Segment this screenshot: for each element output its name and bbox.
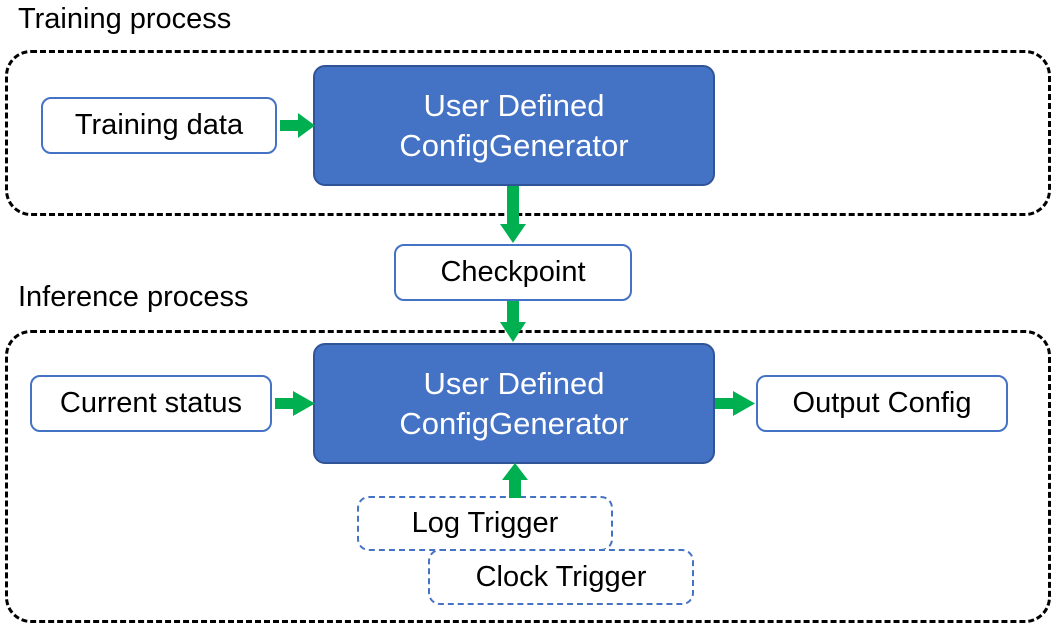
inference-process-caption: Inference process bbox=[18, 281, 249, 313]
node-clock-trigger-label: Clock Trigger bbox=[475, 560, 647, 593]
node-config-generator-training-label: User Defined ConfigGenerator bbox=[399, 87, 629, 163]
node-config-generator-training[interactable]: User Defined ConfigGenerator bbox=[313, 65, 715, 186]
node-training-data[interactable]: Training data bbox=[41, 97, 277, 154]
node-config-generator-inference-label: User Defined ConfigGenerator bbox=[399, 365, 629, 441]
inference-process-group bbox=[5, 330, 1051, 623]
node-checkpoint[interactable]: Checkpoint bbox=[394, 244, 632, 301]
training-process-caption: Training process bbox=[18, 3, 232, 35]
node-log-trigger-label: Log Trigger bbox=[411, 507, 559, 540]
training-process-group bbox=[5, 50, 1051, 216]
node-checkpoint-label: Checkpoint bbox=[440, 256, 586, 289]
node-current-status[interactable]: Current status bbox=[30, 375, 272, 432]
node-config-generator-inference[interactable]: User Defined ConfigGenerator bbox=[313, 343, 715, 464]
node-training-data-label: Training data bbox=[74, 109, 244, 142]
node-output-config-label: Output Config bbox=[792, 387, 972, 420]
node-clock-trigger[interactable]: Clock Trigger bbox=[428, 549, 694, 605]
node-current-status-label: Current status bbox=[59, 387, 243, 420]
node-log-trigger[interactable]: Log Trigger bbox=[357, 496, 613, 551]
node-output-config[interactable]: Output Config bbox=[756, 375, 1008, 432]
